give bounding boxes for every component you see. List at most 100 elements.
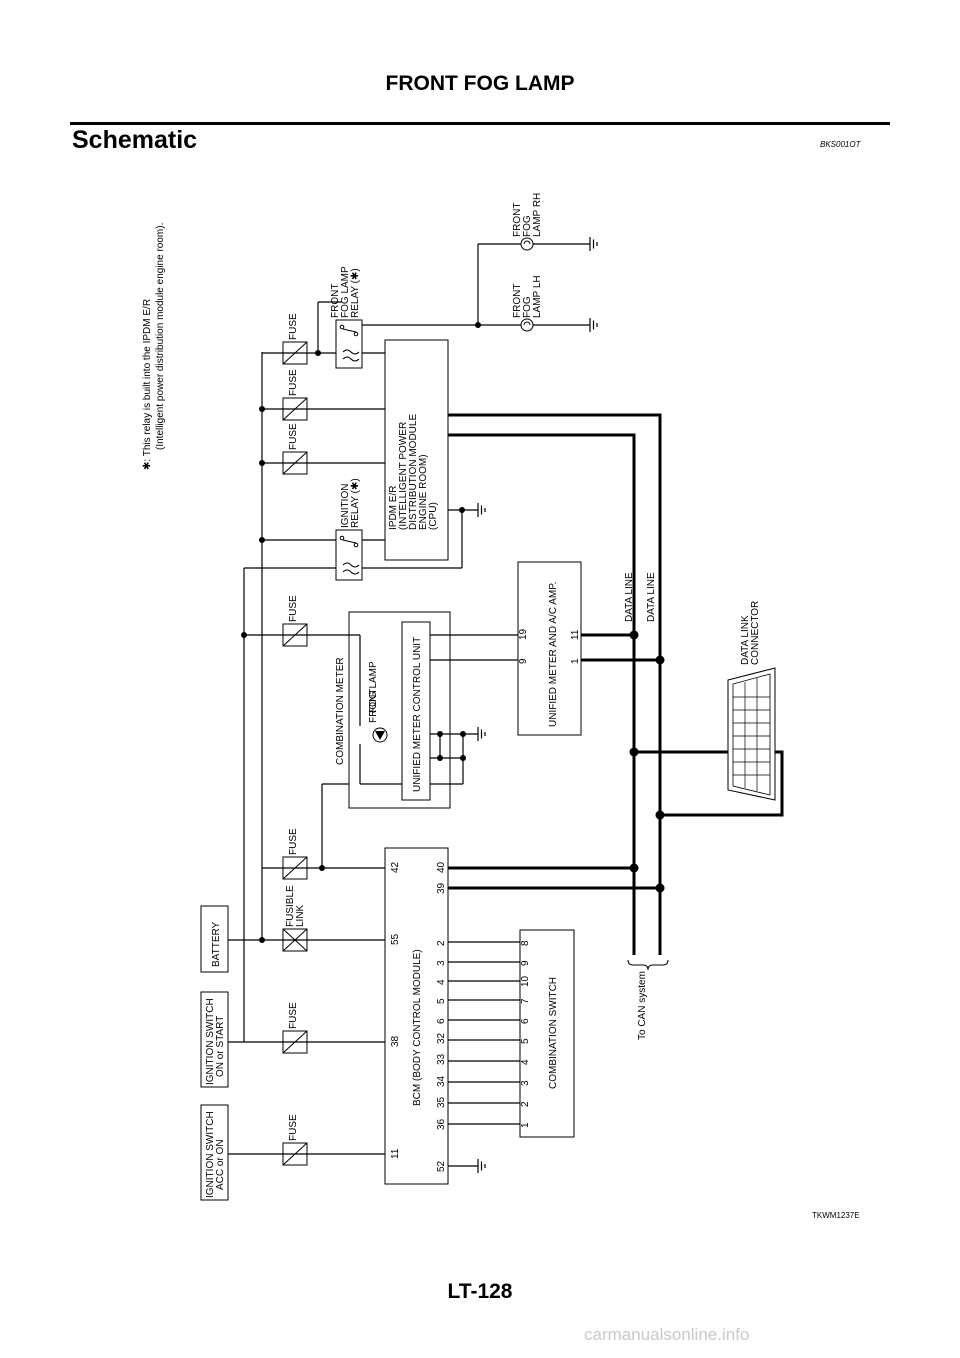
fog-lamp-lh-label: FRONT FOG LAMP LH xyxy=(512,275,543,318)
svg-text:DISTRIBUTION MODULE: DISTRIBUTION MODULE xyxy=(408,414,419,530)
page-number: LT-128 xyxy=(447,1280,513,1303)
unified-meter-control-unit-box xyxy=(401,621,431,801)
svg-text:FUSE: FUSE xyxy=(288,595,299,622)
svg-text:FUSE: FUSE xyxy=(288,1114,299,1141)
svg-text:3: 3 xyxy=(520,1080,531,1086)
svg-text:9: 9 xyxy=(518,658,529,664)
svg-text:CONNECTOR: CONNECTOR xyxy=(750,601,761,665)
svg-text:8: 8 xyxy=(520,940,531,946)
unified-meter-ac-amp-box xyxy=(517,561,582,736)
svg-text:32: 32 xyxy=(436,1032,447,1044)
svg-text:2: 2 xyxy=(520,1101,531,1107)
ign-switch-acc-box xyxy=(200,1104,229,1201)
fusible-link: FUSIBLE LINK xyxy=(282,885,308,952)
svg-text:(Intelligent power distributio: (Intelligent power distribution module e… xyxy=(155,223,166,450)
svg-text:33: 33 xyxy=(436,1053,447,1065)
svg-text:LINK: LINK xyxy=(295,904,306,927)
svg-text:52: 52 xyxy=(436,1160,447,1172)
svg-text:FRONT: FRONT xyxy=(368,689,379,723)
svg-text:FRONT: FRONT xyxy=(330,284,341,318)
combination-switch-box xyxy=(519,929,575,1138)
data-link-connector-label: DATA LINK CONNECTOR xyxy=(740,601,761,665)
svg-text:10: 10 xyxy=(520,975,531,987)
svg-text:40: 40 xyxy=(436,861,447,873)
svg-text:9: 9 xyxy=(520,960,531,966)
svg-text:19: 19 xyxy=(518,628,529,640)
figure-code: TKWM1237E xyxy=(812,1211,860,1220)
combination-meter-box xyxy=(348,611,451,809)
svg-text:ON or START: ON or START xyxy=(215,1016,226,1077)
fuse-on: FUSE xyxy=(282,1002,308,1054)
svg-text:FOG: FOG xyxy=(522,296,533,318)
fuse-meter: FUSE xyxy=(282,595,308,647)
page-title: FRONT FOG LAMP xyxy=(385,72,575,95)
ign-switch-on-label: IGNITION SWITCH ON or START xyxy=(205,998,226,1085)
svg-text:2: 2 xyxy=(436,940,447,946)
svg-text:LAMP LH: LAMP LH xyxy=(532,275,543,318)
svg-text:RELAY (✱): RELAY (✱) xyxy=(350,268,361,318)
unified-meter-control-unit-label: UNIFIED METER CONTROL UNIT xyxy=(412,637,423,792)
data-line-label-1: DATA LINE xyxy=(624,572,635,622)
svg-text:(CPU): (CPU) xyxy=(428,502,439,530)
svg-text:IGNITION SWITCH: IGNITION SWITCH xyxy=(205,1111,216,1198)
svg-text:FUSE: FUSE xyxy=(288,369,299,396)
battery-label: BATTERY xyxy=(211,921,222,967)
data-line-label-2: DATA LINE xyxy=(646,572,657,622)
svg-text:36: 36 xyxy=(436,1118,447,1130)
svg-text:ENGINE ROOM): ENGINE ROOM) xyxy=(418,454,429,530)
fog-lamp-rh-label: FRONT FOG LAMP RH xyxy=(512,193,543,237)
svg-text:4: 4 xyxy=(520,1059,531,1065)
svg-text:LAMP RH: LAMP RH xyxy=(532,193,543,237)
svg-text:IGNITION: IGNITION xyxy=(340,484,351,528)
can-brace xyxy=(627,959,669,971)
svg-text:3: 3 xyxy=(436,960,447,966)
fuse-fog-relay: FUSE xyxy=(282,313,308,365)
combination-meter-label: COMBINATION METER xyxy=(335,657,346,765)
svg-text:4: 4 xyxy=(436,979,447,985)
svg-text:42: 42 xyxy=(390,861,401,873)
svg-text:FUSE: FUSE xyxy=(288,828,299,855)
svg-text:FUSIBLE: FUSIBLE xyxy=(285,885,296,927)
section-title: Schematic xyxy=(72,126,198,154)
svg-text:34: 34 xyxy=(436,1075,447,1087)
svg-text:FRONT: FRONT xyxy=(512,284,523,318)
ipdm-label: IPDM E/R (INTELLIGENT POWER DISTRIBUTION… xyxy=(388,414,439,530)
fog-indicator-label: FRONT FOG LAMP xyxy=(368,661,379,723)
svg-text:5: 5 xyxy=(520,1038,531,1044)
data-lines xyxy=(448,413,784,955)
svg-text:35: 35 xyxy=(436,1096,447,1108)
svg-text:11: 11 xyxy=(570,629,581,640)
svg-text:FOG LAMP: FOG LAMP xyxy=(340,266,351,318)
bcm-box xyxy=(384,847,449,1185)
svg-text:7: 7 xyxy=(520,998,531,1004)
svg-text:(INTELLIGENT POWER: (INTELLIGENT POWER xyxy=(398,422,409,530)
svg-text:FUSE: FUSE xyxy=(288,313,299,340)
fuse-ipdm-2: FUSE xyxy=(282,369,308,421)
svg-text:DATA LINK: DATA LINK xyxy=(740,615,751,665)
battery-box xyxy=(200,905,229,973)
svg-text:1: 1 xyxy=(520,1122,531,1128)
svg-text:ACC or ON: ACC or ON xyxy=(215,1139,226,1190)
svg-text:6: 6 xyxy=(520,1018,531,1024)
combination-switch-label: COMBINATION SWITCH xyxy=(548,977,559,1089)
svg-text:RELAY (✱): RELAY (✱) xyxy=(350,478,361,528)
data-link-connector-icon xyxy=(727,667,776,801)
svg-text:IGNITION SWITCH: IGNITION SWITCH xyxy=(205,998,216,1085)
unified-meter-ac-amp-label: UNIFIED METER AND A/C AMP. xyxy=(548,582,559,727)
section-code: BKS001OT xyxy=(820,140,861,149)
svg-text:FUSE: FUSE xyxy=(288,423,299,450)
ipdm-box xyxy=(384,339,449,561)
svg-text:6: 6 xyxy=(436,1018,447,1024)
watermark: carmanualsonline.info xyxy=(584,1325,750,1344)
fuse-acc: FUSE xyxy=(282,1114,308,1166)
fog-lamp-relay-label: FRONT FOG LAMP RELAY (✱) xyxy=(330,266,361,318)
relay-note: ✱: This relay is built into the IPDM E/R… xyxy=(142,223,166,470)
svg-text:FOG: FOG xyxy=(522,215,533,237)
svg-text:FOG LAMP: FOG LAMP xyxy=(368,661,379,713)
fog-indicator-icon xyxy=(372,727,388,743)
title-rule xyxy=(70,122,890,125)
fog-lamp-rh-icon xyxy=(520,237,534,251)
can-system-label: To CAN system xyxy=(637,971,648,1040)
svg-text:55: 55 xyxy=(390,933,401,945)
